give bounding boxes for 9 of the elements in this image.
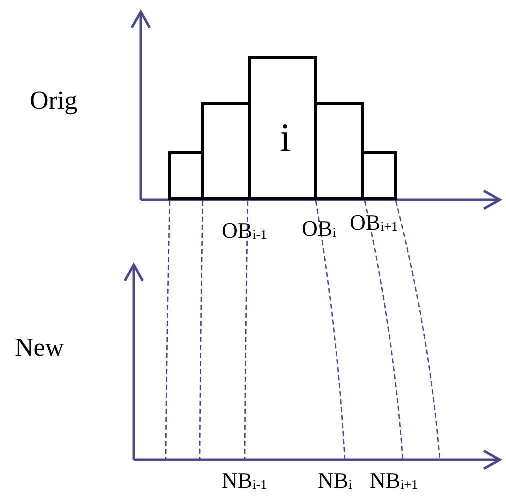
- bin-edge-label: NB$_{i+1}$: [370, 470, 418, 492]
- bin-edge-label: NB$_{i}$: [318, 470, 352, 492]
- axis-label: New: [15, 335, 64, 361]
- bin-edge-label: OB$_{i}$: [302, 218, 336, 240]
- bin-edge-label: OB$_{i+1}$: [350, 212, 398, 234]
- bin-edge-label: NB$_{i-1}$: [222, 470, 268, 492]
- bin-edge-label: OB$_{i-1}$: [222, 220, 268, 242]
- bin-label: i: [280, 118, 292, 158]
- axis-label: Orig: [30, 88, 78, 114]
